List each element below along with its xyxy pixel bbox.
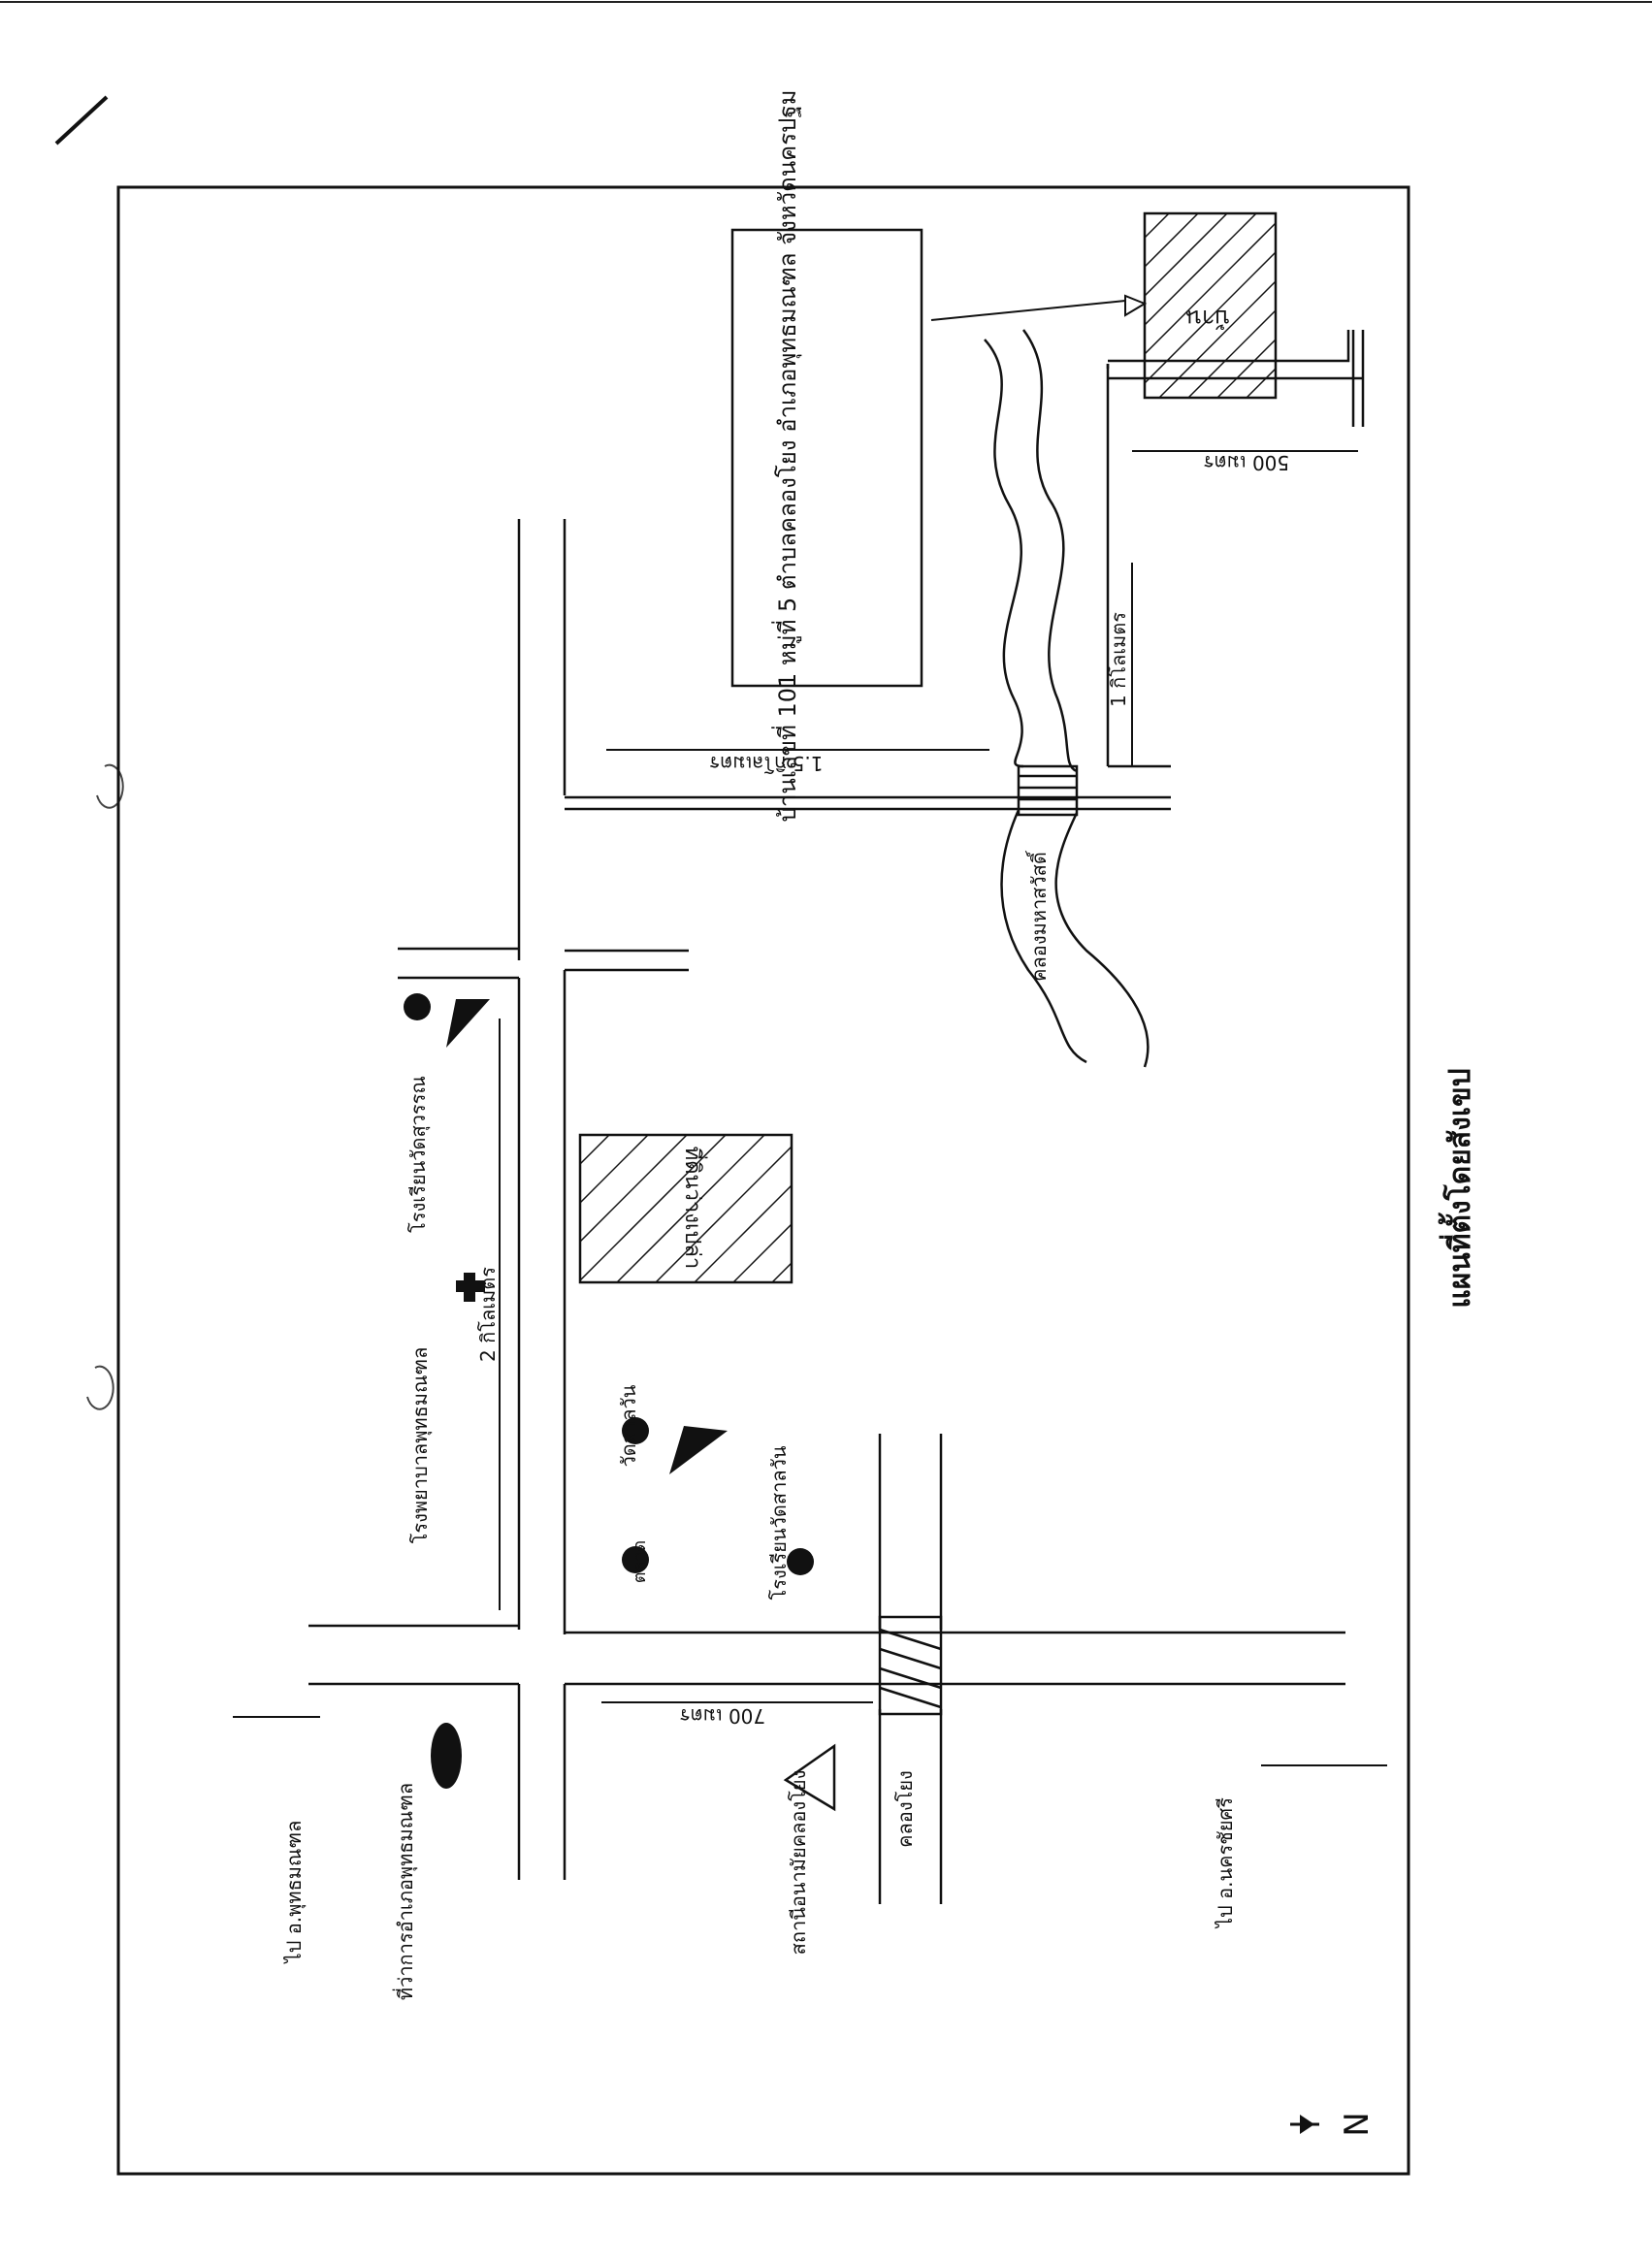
house-marker bbox=[1143, 211, 1278, 400]
canal-main-label: คลองมหาสวัสดิ์ bbox=[1024, 850, 1051, 982]
dist-500-label: 500 เมตร bbox=[1204, 451, 1290, 474]
field-label: ที่ดินว่างเปล่า bbox=[680, 1147, 708, 1270]
health-center-label: สถานีอนามัยคลองโยง bbox=[787, 1770, 810, 1956]
distance-markers bbox=[233, 450, 1387, 1766]
house-label: บ้าน bbox=[1185, 305, 1229, 332]
dist-700-label: 700 เมตร bbox=[680, 1704, 766, 1728]
dist-1km-label: 1 กิโลเมตร bbox=[1107, 612, 1130, 707]
hospital-label: โรงพยาบาลพุทธมณฑล bbox=[408, 1347, 433, 1544]
market-label: ตลาด bbox=[630, 1540, 650, 1584]
scan-mark bbox=[54, 95, 109, 146]
north-label: N bbox=[1338, 2112, 1377, 2136]
field-marker bbox=[578, 1133, 794, 1284]
house-pointer bbox=[930, 300, 1126, 321]
address-box bbox=[730, 228, 923, 688]
north-arrow-icon bbox=[1290, 2115, 1319, 2134]
school-1-label: โรงเรียนวัดสุวรรณ bbox=[406, 1076, 431, 1233]
address-text: บ้านเลขที่ 101 หมู่ที่ 5 ตำบลคลองโยง อำเ… bbox=[771, 90, 802, 823]
map-frame bbox=[116, 185, 1410, 2176]
landmark-symbols bbox=[404, 993, 836, 1812]
canal-khlong-yong bbox=[878, 1434, 943, 1904]
map-title: แผนที่ตั้งโดยสังเขป bbox=[1438, 1068, 1477, 1308]
roads bbox=[308, 330, 1365, 1880]
punch-hole-2 bbox=[86, 1365, 114, 1410]
district-office-arrow-label: ไป อ.พุทธมณฑล bbox=[282, 1821, 307, 1965]
district-office-label: ที่ว่าการอำเภอพุทธมณฑล bbox=[392, 1783, 418, 2000]
school-2-label: โรงเรียนวัดสาลวัน bbox=[767, 1445, 791, 1600]
to-nakhon-chai-si-label: ไป อ.นครชัยศรี bbox=[1214, 1797, 1237, 1929]
canal-main bbox=[984, 329, 1150, 1068]
punch-hole-1 bbox=[96, 763, 124, 809]
temple-2-label: วัดสาลวัน bbox=[617, 1384, 640, 1467]
dist-1-5km-label: 1.5 กิโลเมตร bbox=[709, 752, 823, 775]
house-pointer-head bbox=[1124, 294, 1148, 317]
canal-2-label: คลองโยง bbox=[893, 1770, 917, 1848]
